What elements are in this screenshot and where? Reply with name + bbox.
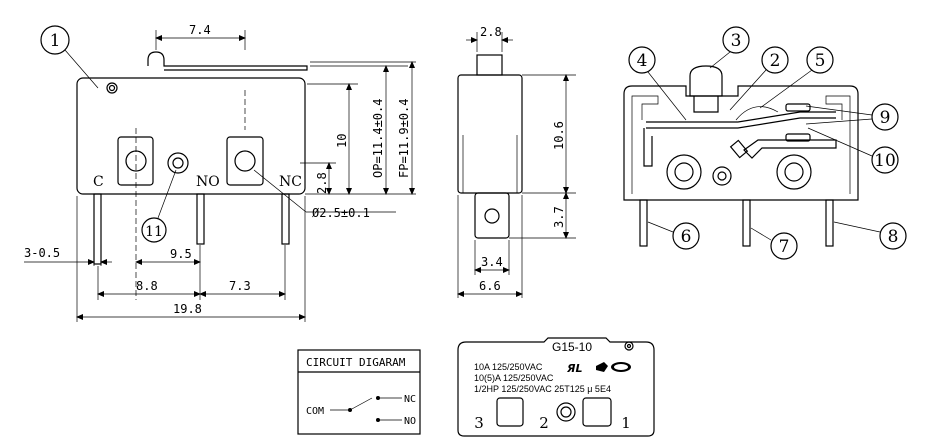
callout-7 (770, 232, 798, 260)
callout-5 (806, 46, 834, 74)
terminal-number-1: 1 (621, 414, 631, 432)
side-body (457, 74, 523, 194)
section-pin-8 (825, 199, 834, 247)
callout-1 (40, 25, 70, 55)
terminal-label-nc: NC (279, 174, 302, 190)
circuit-no-label: NO (404, 416, 416, 427)
section-pin-6 (639, 199, 648, 247)
svg-text:4: 4 (637, 51, 648, 71)
svg-text:5: 5 (815, 51, 826, 71)
callout-10 (871, 146, 899, 174)
plunger (476, 54, 503, 76)
dim-pin-width: 3-0.5 (24, 246, 60, 260)
svg-text:9: 9 (880, 108, 891, 128)
rating-line-1: 10A 125/250VAC (474, 362, 543, 372)
dim-c-to-no: 9.5 (170, 247, 192, 261)
terminal-pad-2 (556, 402, 576, 422)
pin-nc (281, 193, 290, 245)
circuit-diagram: CIRCUIT DIGARAM COM NC NO (297, 349, 421, 435)
terminal-label-no: NO (196, 174, 220, 190)
terminal-pad-1 (582, 397, 612, 427)
dim-terminal-length: 3.7 (552, 206, 566, 228)
dim-terminal-width: 3.4 (481, 255, 503, 269)
dim-no-to-nc: 7.3 (229, 279, 251, 293)
svg-text:7: 7 (779, 237, 790, 257)
svg-text:10: 10 (874, 151, 896, 171)
section-view: 3 4 2 5 9 10 6 7 8 (623, 26, 907, 260)
dim-overall-width: 19.8 (173, 302, 202, 316)
marking-body (457, 337, 655, 437)
rating-line-2: 10(5)A 125/250VAC (474, 373, 554, 383)
circuit-box (297, 349, 421, 435)
model-number: G15-10 (552, 340, 592, 354)
side-view: 2.8 10.6 3.7 3.4 6.6 (457, 25, 576, 298)
dim-height: 10 (335, 134, 349, 148)
switch-body (76, 77, 306, 195)
section-pin-7 (742, 199, 751, 247)
svg-text:ЯL: ЯL (566, 362, 582, 375)
callout-3 (722, 26, 750, 54)
terminal-number-3: 3 (474, 414, 484, 432)
svg-text:1: 1 (50, 31, 61, 51)
dim-body-height: 10.6 (552, 121, 566, 150)
dim-lever-offset: 7.4 (189, 23, 211, 37)
callout-11 (141, 217, 167, 243)
circuit-com-label: COM (306, 406, 324, 417)
mounting-dot (106, 82, 118, 94)
pin-c (93, 193, 102, 265)
csa-icon (596, 362, 608, 372)
hole-no (167, 152, 189, 174)
section-housing (623, 85, 859, 201)
rating-line-3: 1/2HP 125/250VAC 25T125 μ 5E4 (474, 384, 611, 394)
terminal-number-2: 2 (539, 414, 549, 432)
section-spring-blade (646, 111, 836, 123)
terminal-boss-nc (226, 136, 264, 186)
dim-body-width: 6.6 (479, 279, 501, 293)
terminal-boss-c (117, 136, 154, 186)
svg-text:3: 3 (731, 31, 742, 51)
callout-9 (871, 103, 899, 131)
circuit-nc-label: NC (404, 394, 416, 405)
dim-op: OP=11.4±0.4 (371, 99, 385, 178)
front-view: C NO NC 1 11 7.4 10 OP=11.4±0.4 FP=11.9±… (24, 23, 416, 322)
cqc-icon (611, 362, 631, 372)
ul-icon: ЯL (566, 362, 582, 375)
callout-2 (761, 46, 789, 74)
dim-pin-height: 2.8 (315, 172, 329, 194)
pin-no (196, 193, 205, 245)
callout-8 (879, 222, 907, 250)
actuator-lever (147, 51, 308, 71)
svg-text:6: 6 (681, 227, 692, 247)
svg-text:2: 2 (770, 51, 781, 71)
marking-view: G15-10 10A 125/250VAC 10(5)A 125/250VAC … (457, 337, 655, 437)
dim-hole-dia: Ø2.5±0.1 (312, 206, 370, 220)
callout-4 (628, 46, 656, 74)
dim-plunger-width: 2.8 (480, 25, 502, 39)
section-plunger (689, 65, 723, 97)
svg-text:11: 11 (145, 224, 163, 240)
circuit-title: CIRCUIT DIGARAM (306, 356, 406, 369)
terminal-pad-3 (496, 397, 524, 427)
terminal-label-c: C (93, 174, 104, 190)
side-terminal (474, 192, 510, 239)
dim-c-to-nc: 8.8 (136, 279, 158, 293)
svg-text:8: 8 (888, 227, 899, 247)
callout-6 (672, 222, 700, 250)
dim-fp: FP=11.9±0.4 (397, 99, 411, 178)
